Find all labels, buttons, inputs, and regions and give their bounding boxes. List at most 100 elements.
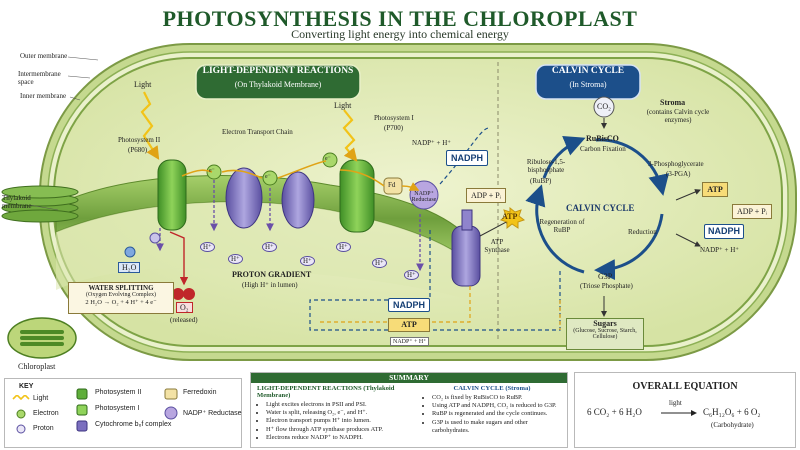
atp-star [499,206,526,230]
cytochrome-b6f [225,167,263,229]
light-label-1: Light [134,80,152,89]
equation-left: 6 CO₂ + 6 H₂O [587,407,642,417]
light-ray-1 [140,91,160,160]
key-cyt: Cytochrome b₆f complex [95,421,172,428]
o2-sub-label: (released) [170,316,198,324]
water-molecule [124,232,161,258]
calvin-adp: ADP + Pᵢ [732,204,772,219]
water-equation: 2 H₂O → O₂ + 4 H⁺ + 4 e⁻ [85,299,157,306]
h2o-label: H₂O [118,262,141,273]
summary-light-heading: LIGHT-DEPENDENT REACTIONS (Thylakoid Mem… [257,385,395,399]
proton-gradient-title: PROTON GRADIENT [232,270,312,279]
transport-dashed-gold [320,286,561,330]
pga-sub-label: (3-PGA) [666,170,691,178]
key-left-icons [12,395,30,434]
rubisco-label: RuBisCO [586,134,619,143]
psi-label: Photosystem I [374,114,414,122]
key-title: KEY [19,383,34,390]
summary-calvin-item: G3P is used to make sugars and other car… [432,419,561,435]
light-reactions-subtitle: (On Thylakoid Membrane) [234,80,322,89]
equation-light: light [669,399,682,407]
proton-5: H⁺ [336,242,351,252]
calvin-title: CALVIN CYCLE [551,66,625,76]
equation-arrow [661,410,697,416]
page-subtitle: Converting light energy into chemical en… [291,27,509,41]
carbon-fixation-label: Carbon Fixation [580,145,626,153]
summary-light-item: Electrons reduce NADP⁺ to NADPH. [266,434,417,442]
proton-7: H⁺ [404,270,419,280]
calvin-atp-arrow [675,189,701,201]
transport-dashed-blue [309,127,561,331]
summary-calvin: CALVIN CYCLE (Stroma) CO₂ is fixed by Ru… [423,385,561,435]
g3p-label: G3P [598,272,613,281]
proton-3: H⁺ [262,242,277,252]
proton-1: H⁺ [200,242,215,252]
etc-label: Electron Transport Chain [222,128,293,136]
rubp-sub-label: (RuBP) [530,177,552,185]
adp-pi-box: ADP + Pᵢ [466,188,506,203]
key-right-icons [164,388,178,420]
inner-membrane-label: Inner membrane [20,92,67,100]
atp-star-label: ATP [502,212,518,221]
atp-synthase-label: ATP Synthase [484,238,510,254]
stroma-sub-label: (contains Calvin cycle enzymes) [646,108,710,124]
light-reactions-title: LIGHT-DEPENDENT REACTIONS [202,66,354,76]
summary-light-list: Light excites electrons in PSII and PSI.… [257,401,417,442]
grana-stack [1,185,79,223]
key-light: Light [33,395,49,402]
cycle-arc-4 [542,136,586,179]
electron-1: e⁻ [209,168,215,174]
regeneration-label: Regeneration of RuBP [539,218,585,234]
cycle-arc-2 [594,213,664,281]
electron-3: e⁻ [325,156,331,162]
sugars-box: Sugars (Glucose, Sucrose, Starch, Cellul… [566,318,644,350]
summary-light-item: Light excites electrons in PSII and PSI. [266,401,417,409]
light-ray-2 [342,109,358,162]
nadp-in-label: NADP⁺ + H⁺ [412,139,451,147]
stroma-label: Stroma [660,98,686,107]
key-psii: Photosystem II [95,389,142,396]
transport-atp: ATP [388,318,430,332]
proton-2: H⁺ [228,254,243,264]
fd-label: Fd [388,181,396,189]
rubp-label: Ribulose-1,5-bisphosphate [526,158,566,174]
nadph-box: NADPH [446,150,488,166]
o2-release-arrow [169,231,189,286]
calvin-nadph: NADPH [704,224,744,239]
key-proton: Proton [33,425,54,432]
psi-sub-label: (P700) [384,124,404,132]
summary-title: SUMMARY [251,373,567,383]
key-electron: Electron [33,410,59,417]
intermembrane-label: Intermembrane space [18,70,61,86]
summary-calvin-item: Using ATP and NADPH, CO₂ is reduced to G… [432,402,561,410]
key-psi: Photosystem I [95,405,140,412]
sugars-title: Sugars [593,319,617,328]
chloroplast-label: Chloroplast [18,362,56,371]
atp-out-arrow [479,219,511,237]
transport-nadp: NADP⁺ + H⁺ [390,337,430,346]
proton-gradient-sub: (High H⁺ in lumen) [242,281,298,289]
sugars-sub: (Glucose, Sucrose, Starch, Cellulose) [573,328,637,340]
membrane-leaders [29,56,99,211]
summary-calvin-item: CO₂ is fixed by RuBisCO to RuBP. [432,394,561,402]
calvin-cycle-center: CALVIN CYCLE [566,203,635,213]
o2-molecule [172,288,195,300]
water-splitting-title: WATER SPLITTING [88,284,154,292]
summary-panel: SUMMARY LIGHT-DEPENDENT REACTIONS (Thyla… [250,372,568,448]
chloroplast-icon [7,317,77,359]
summary-light: LIGHT-DEPENDENT REACTIONS (Thylakoid Mem… [257,385,417,442]
equation-right: C₆H₁₂O₆ + 6 O₂ [703,407,761,417]
thylakoid-membrane-label: Thylakoid membrane [2,194,32,210]
atp-synthase-shape [451,209,481,287]
summary-calvin-heading: CALVIN CYCLE (Stroma) [453,385,531,392]
light-label-2: Light [334,101,352,110]
key-reductase: NADP⁺ Reductase [183,410,242,417]
outer-membrane-label: Outer membrane [20,52,68,60]
page-title: PHOTOSYNTHESIS IN THE CHLOROPLAST [162,6,638,31]
summary-calvin-list: CO₂ is fixed by RuBisCO to RuBP. Using A… [423,394,561,435]
summary-light-item: H⁺ flow through ATP synthase produces AT… [266,426,417,434]
reduction-label: Reduction [628,228,657,236]
reductase-label: NADP⁺ Reductase [411,191,437,203]
electron-path [181,160,418,190]
